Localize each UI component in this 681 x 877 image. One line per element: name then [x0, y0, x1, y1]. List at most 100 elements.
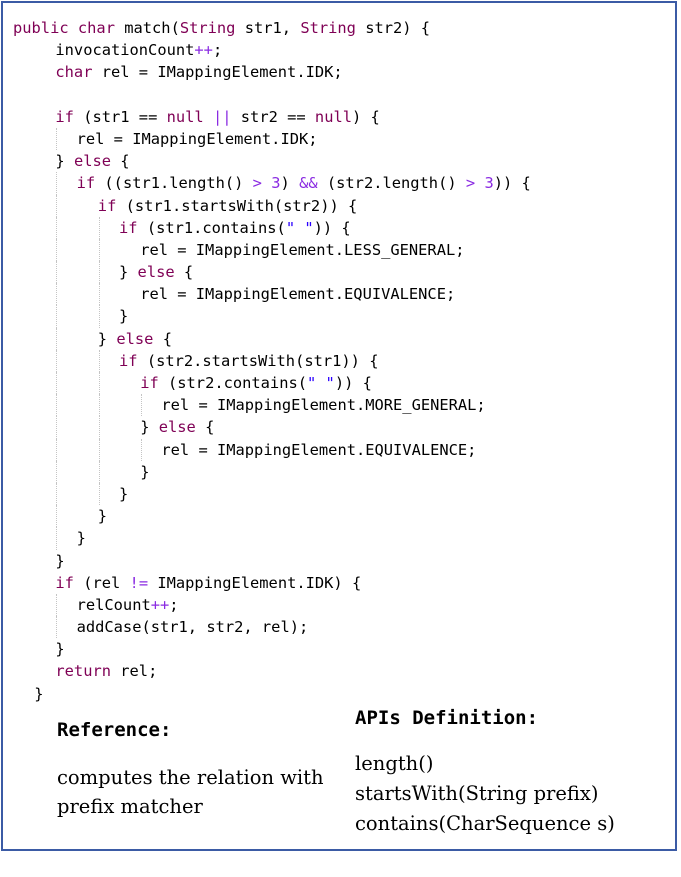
indent-guide	[56, 283, 58, 306]
code-token-kw: String	[179, 19, 236, 37]
code-token: }	[119, 263, 138, 282]
code-line-content: rel = IMappingElement.IDK;	[77, 128, 318, 150]
code-token-kw: else	[158, 418, 196, 437]
code-token: {	[111, 152, 130, 171]
code-line: if (str1.contains(" ")) {	[13, 216, 677, 239]
indent-guide	[98, 305, 100, 328]
code-token-op: ++	[194, 41, 213, 60]
code-token-str: " "	[285, 218, 314, 237]
code-token: }	[55, 152, 74, 171]
indent-guide	[56, 305, 58, 328]
code-token: }	[55, 640, 65, 659]
indent-guide	[56, 372, 58, 395]
indent-guide	[56, 261, 58, 284]
code-token-kw: if	[97, 196, 117, 215]
code-line: }	[13, 482, 677, 506]
code-token-kw: null	[166, 107, 204, 126]
code-token: )	[280, 174, 300, 193]
code-token: str2) {	[355, 19, 431, 37]
code-line: }	[13, 550, 677, 572]
code-token: ((str1.length()	[95, 174, 253, 193]
code-token: {	[174, 263, 194, 282]
code-line: }	[13, 460, 677, 483]
code-line: rel = IMappingElement.EQUIVALENCE;	[13, 283, 677, 306]
indent-guide	[98, 349, 100, 372]
code-line-content: if (rel != IMappingElement.IDK) {	[55, 572, 361, 594]
code-line: } else {	[13, 327, 677, 350]
code-token-kw: else	[137, 263, 175, 282]
code-token: }	[76, 529, 86, 548]
code-token	[204, 108, 213, 126]
code-token: str2 ==	[231, 107, 315, 126]
code-line-content: addCase(str1, str2, rel);	[77, 616, 309, 638]
indent-guide	[98, 216, 100, 239]
code-token: }	[119, 484, 129, 503]
code-line: if (str2.contains(" ")) {	[13, 372, 677, 395]
code-token: rel = IMappingElement.LESS_GENERAL;	[140, 240, 465, 259]
code-line-content: return rel;	[55, 660, 157, 682]
code-token: {	[153, 329, 172, 348]
code-line-content: }	[34, 683, 43, 705]
code-token: (str2.startsWith(str1)) {	[137, 351, 379, 370]
code-token: }	[55, 551, 65, 570]
code-line: addCase(str1, str2, rel);	[13, 616, 677, 639]
code-token-op: >	[465, 174, 476, 193]
code-line-content: if (str1.startsWith(str2)) {	[98, 195, 357, 217]
code-token-kw: else	[73, 152, 112, 171]
code-line: rel = IMappingElement.LESS_GENERAL;	[13, 238, 677, 262]
reference-title: Reference:	[57, 719, 172, 741]
code-line: if ((str1.length() > 3) && (str2.length(…	[13, 172, 677, 195]
indent-guide	[98, 238, 100, 262]
indent-guide	[98, 261, 100, 284]
indent-guide	[56, 172, 58, 195]
code-line: rel = IMappingElement.EQUIVALENCE;	[13, 438, 677, 461]
code-line-content: rel = IMappingElement.LESS_GENERAL;	[140, 239, 464, 261]
code-line-content: if ((str1.length() > 3) && (str2.length(…	[77, 172, 531, 194]
indent-guide	[98, 438, 100, 461]
code-token: (str1 ==	[73, 107, 167, 126]
code-token-kw: String	[300, 19, 356, 37]
code-figure-frame: public char match(String str1, String st…	[1, 1, 677, 851]
code-line-content: if (str2.contains(" ")) {	[140, 372, 372, 394]
indent-guide	[56, 505, 58, 528]
code-line: }	[13, 505, 677, 528]
code-line-content: invocationCount++;	[55, 39, 222, 61]
code-token: }	[140, 462, 150, 481]
code-line-content: rel = IMappingElement.MORE_GENERAL;	[161, 394, 485, 416]
code-line-content: }	[98, 505, 107, 527]
code-token-kw: char	[55, 63, 93, 82]
code-line: public char match(String str1, String st…	[13, 17, 677, 39]
code-line-content: char rel = IMappingElement.IDK;	[55, 61, 342, 83]
code-token: rel = IMappingElement.MORE_GENERAL;	[161, 396, 486, 415]
code-token	[262, 174, 271, 192]
code-line-content: }	[77, 527, 86, 549]
code-token: rel = IMappingElement.IDK;	[76, 129, 318, 148]
reference-text: computes the relation with prefix matche…	[57, 766, 324, 818]
code-line: }	[13, 683, 677, 705]
code-line-content: rel = IMappingElement.EQUIVALENCE;	[161, 439, 476, 461]
code-line-content: relCount++;	[77, 594, 179, 616]
indent-guide	[56, 593, 58, 617]
code-token: {	[195, 418, 215, 437]
code-token-kw: if	[55, 107, 74, 126]
code-line-content: } else {	[119, 261, 193, 283]
code-token: invocationCount	[55, 41, 195, 60]
code-token-op: ++	[150, 595, 170, 614]
code-token-kw: public	[13, 19, 69, 37]
code-token-num: 3	[271, 174, 281, 193]
code-token-kw: if	[119, 218, 138, 237]
code-token-op: !=	[129, 573, 149, 592]
code-line: }	[13, 527, 677, 550]
code-token-kw: return	[55, 662, 111, 681]
api-item: contains(CharSequence s)	[355, 812, 615, 835]
indent-guide	[98, 394, 100, 417]
indent-guide	[56, 438, 58, 461]
code-line: } else {	[13, 150, 677, 172]
code-token: }	[119, 307, 129, 326]
indent-guide	[56, 194, 58, 217]
code-token: rel = IMappingElement.EQUIVALENCE;	[140, 285, 456, 304]
code-line-content: if (str1.contains(" ")) {	[119, 217, 351, 239]
code-line-content: } else {	[98, 328, 172, 350]
code-line-content: }	[140, 461, 149, 483]
code-token-kw: if	[76, 174, 96, 193]
